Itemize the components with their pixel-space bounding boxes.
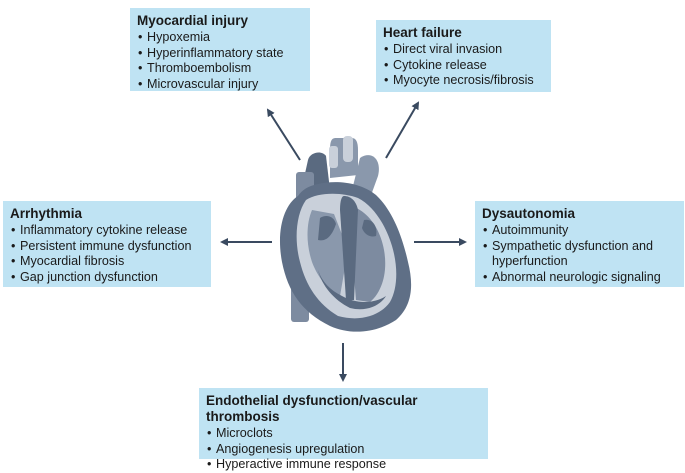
arrhythmia-title: Arrhythmia: [10, 206, 83, 221]
myocardial-injury-item: Thromboembolism: [137, 61, 303, 77]
myocardial-injury-item: Hypoxemia: [137, 30, 303, 46]
dysautonomia-item: Abnormal neurologic signaling: [482, 270, 677, 286]
heart-failure-item: Cytokine release: [383, 58, 544, 74]
endothelial-dysfunction-item: Microclots: [206, 426, 481, 442]
heart-failure-item: Direct viral invasion: [383, 42, 544, 58]
dysautonomia-item: Sympathetic dysfunction and hyperfunctio…: [482, 239, 677, 270]
arrhythmia-item: Myocardial fibrosis: [10, 254, 204, 270]
endothelial-dysfunction-title: Endothelial dysfunction/vascular thrombo…: [206, 393, 418, 424]
arrhythmia-box: Arrhythmia Inflammatory cytokine release…: [3, 201, 211, 287]
endothelial-dysfunction-box: Endothelial dysfunction/vascular thrombo…: [199, 388, 488, 472]
arrhythmia-item: Gap junction dysfunction: [10, 270, 204, 286]
heart-failure-box: Heart failure Direct viral invasion Cyto…: [376, 20, 551, 92]
myocardial-injury-item: Microvascular injury: [137, 77, 303, 93]
heart-failure-title: Heart failure: [383, 25, 462, 40]
arrows: [220, 101, 467, 382]
dysautonomia-box: Dysautonomia Autoimmunity Sympathetic dy…: [475, 201, 684, 287]
heart-failure-item: Myocyte necrosis/fibrosis: [383, 73, 544, 89]
arrow-to-myocardial-injury: [266, 108, 301, 161]
dysautonomia-title: Dysautonomia: [482, 206, 576, 221]
diagram-canvas: [220, 101, 467, 382]
endothelial-dysfunction-item: Hyperactive immune response: [206, 457, 481, 473]
myocardial-injury-title: Myocardial injury: [137, 13, 249, 28]
arrow-to-heart-failure: [385, 101, 420, 159]
myocardial-injury-box: Myocardial injury Hypoxemia Hyperinflamm…: [130, 8, 310, 93]
dysautonomia-item: Autoimmunity: [482, 223, 677, 239]
myocardial-injury-item: Hyperinflammatory state: [137, 46, 303, 62]
heart-illustration: [279, 136, 412, 332]
endothelial-dysfunction-item: Angiogenesis upregulation: [206, 442, 481, 458]
arrhythmia-item: Persistent immune dysfunction: [10, 239, 204, 255]
arrhythmia-item: Inflammatory cytokine release: [10, 223, 204, 239]
